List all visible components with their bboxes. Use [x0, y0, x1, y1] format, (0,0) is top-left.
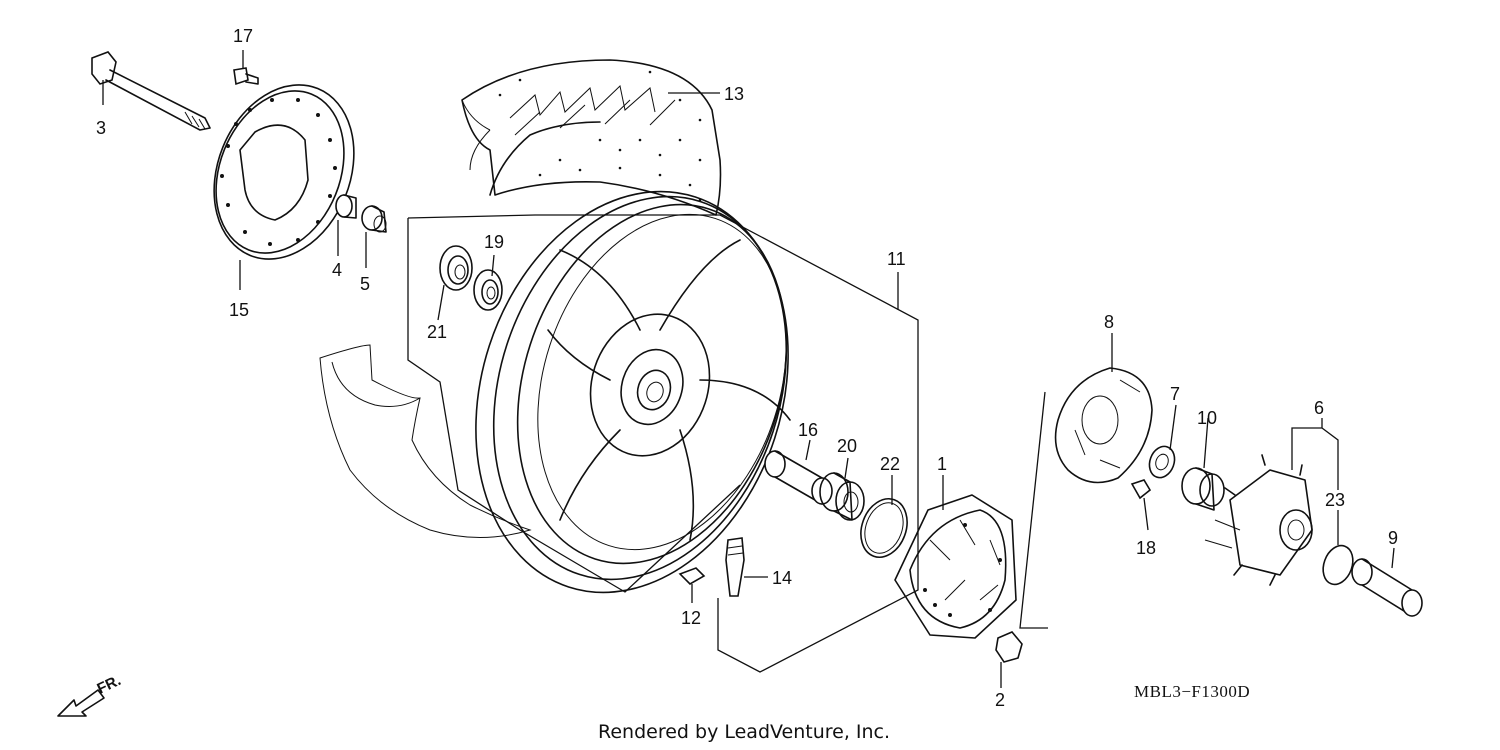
- callout-20: 20: [837, 436, 857, 456]
- callout-7: 7: [1170, 384, 1180, 404]
- carrier-bolt[interactable]: [1130, 479, 1152, 500]
- callout-18: 18: [1136, 538, 1156, 558]
- callout-4: 4: [332, 260, 342, 280]
- callout-11: 11: [887, 249, 906, 269]
- o-ring-23[interactable]: [1318, 541, 1358, 588]
- washer-7[interactable]: [1145, 443, 1178, 481]
- tire-valve[interactable]: [725, 537, 745, 597]
- callout-3: 3: [96, 118, 106, 138]
- callout-22: 22: [880, 454, 900, 474]
- collar-4[interactable]: [335, 194, 357, 219]
- callout-19: 19: [484, 232, 504, 252]
- wheel-rim[interactable]: [426, 151, 838, 634]
- callout-14: 14: [772, 568, 792, 588]
- assembly-outline: [407, 214, 1048, 673]
- fr-label: FR.: [95, 672, 124, 698]
- callout-16: 16: [798, 420, 818, 440]
- o-ring-22[interactable]: [853, 492, 915, 563]
- wheel-damper[interactable]: [894, 494, 1017, 639]
- callout-9: 9: [1388, 528, 1398, 548]
- callout-8: 8: [1104, 312, 1114, 332]
- drawing-code: MBL3−F1300D: [1134, 682, 1250, 701]
- flange-collar[interactable]: [1351, 558, 1423, 617]
- distance-collar[interactable]: [764, 450, 833, 505]
- bearing-20[interactable]: [819, 472, 865, 521]
- brake-disc[interactable]: [189, 64, 379, 280]
- callout-21: 21: [427, 322, 447, 342]
- callout-10: 10: [1197, 408, 1217, 428]
- callout-labels: 3 17 15 4 5 19 21 13 11 16 20 22 1 2 14 …: [96, 26, 1398, 710]
- bearing-10[interactable]: [1181, 467, 1225, 511]
- tire-phantom: [319, 344, 532, 538]
- bearing-21[interactable]: [439, 245, 473, 291]
- callout-2: 2: [995, 690, 1005, 710]
- hub-nut[interactable]: [995, 631, 1023, 663]
- callout-5: 5: [360, 274, 370, 294]
- callout-17: 17: [233, 26, 253, 46]
- leader-lines: [102, 50, 1395, 688]
- valve-cap[interactable]: [678, 567, 706, 585]
- callout-23: 23: [1325, 490, 1345, 510]
- final-driven-flange[interactable]: [1204, 454, 1313, 586]
- callout-15: 15: [229, 300, 249, 320]
- axle-bolt[interactable]: [91, 51, 211, 131]
- callout-1: 1: [937, 454, 947, 474]
- callout-6: 6: [1314, 398, 1324, 418]
- credit-text: Rendered by LeadVenture, Inc.: [598, 721, 890, 743]
- sprocket-carrier[interactable]: [1054, 367, 1153, 484]
- callout-12: 12: [681, 608, 701, 628]
- tire[interactable]: [461, 59, 722, 216]
- front-direction-arrow: FR.: [57, 672, 124, 717]
- callout-13: 13: [724, 84, 744, 104]
- collar-5[interactable]: [361, 205, 387, 233]
- bearing-19[interactable]: [473, 269, 503, 311]
- disc-bolt[interactable]: [233, 67, 259, 86]
